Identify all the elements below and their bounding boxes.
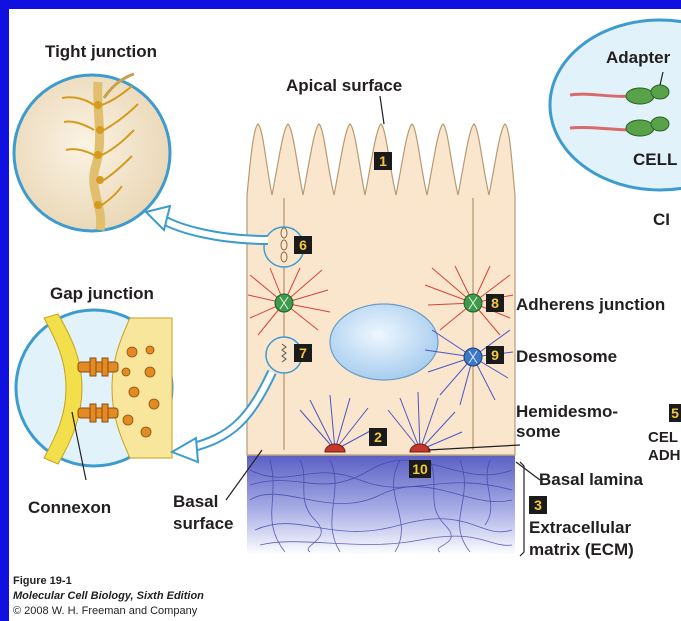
cr-fragment-label: CI xyxy=(653,210,670,230)
adherens-junction-left xyxy=(275,294,293,312)
epithelial-cells xyxy=(247,124,515,455)
basal-surface-label-line2: surface xyxy=(173,514,233,534)
book-title: Molecular Cell Biology, Sixth Edition xyxy=(13,590,204,603)
marker-3: 3 xyxy=(529,496,547,514)
extracellular-matrix xyxy=(247,450,515,555)
desmosome xyxy=(464,348,482,366)
marker-7: 7 xyxy=(294,344,312,362)
connexon-label: Connexon xyxy=(28,498,111,518)
marker-8: 8 xyxy=(486,294,504,312)
adherens-junction-label: Adherens junction xyxy=(516,295,665,315)
marker-9: 9 xyxy=(486,346,504,364)
copyright: © 2008 W. H. Freeman and Company xyxy=(13,605,197,618)
basal-lamina-label: Basal lamina xyxy=(539,470,643,490)
nucleus xyxy=(330,304,438,380)
hemidesmosome-label-line2: some xyxy=(516,422,560,442)
marker-6: 6 xyxy=(294,236,312,254)
cel-fragment-label: CEL xyxy=(648,428,678,448)
marker-5: 5 xyxy=(669,404,681,422)
desmosome-label: Desmosome xyxy=(516,347,617,367)
tight-junction-zoom xyxy=(14,74,170,231)
gap-junction-zoom xyxy=(16,310,172,466)
hemidesmosome-label-line1: Hemidesmo- xyxy=(516,402,618,422)
adh-fragment-label: ADH xyxy=(648,446,681,466)
figure-number: Figure 19-1 xyxy=(13,575,72,588)
adherens-junction-right xyxy=(464,294,482,312)
tight-junction-label: Tight junction xyxy=(45,42,157,62)
ecm-label-line2: matrix (ECM) xyxy=(529,540,634,560)
cell-fragment-label: CELL xyxy=(633,150,677,170)
basal-surface-label-line1: Basal xyxy=(173,492,218,512)
gap-junction-label: Gap junction xyxy=(50,284,154,304)
marker-1: 1 xyxy=(374,152,392,170)
marker-2: 2 xyxy=(369,428,387,446)
apical-surface-label: Apical surface xyxy=(286,76,402,96)
marker-10: 10 xyxy=(409,460,431,478)
adapter-label: Adapter xyxy=(606,48,670,68)
ecm-label-line1: Extracellular xyxy=(529,518,631,538)
